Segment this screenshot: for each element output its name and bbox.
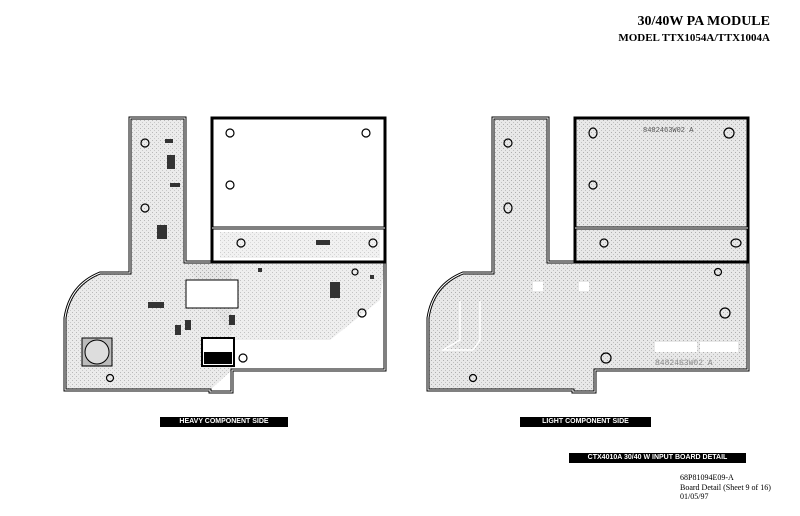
document-footer: 68P81094E09-A Board Detail (Sheet 9 of 1… xyxy=(680,473,771,502)
doc-number: 68P81094E09-A xyxy=(680,473,734,482)
document-title: 30/40W PA MODULE xyxy=(637,14,771,29)
model-number: MODEL TTX1054A/TTX1004A xyxy=(618,32,770,44)
doc-date: 01/05/97 xyxy=(680,492,709,501)
sheet-info: Board Detail (Sheet 9 of 16) xyxy=(680,482,771,492)
heavy-component-side-board xyxy=(63,116,387,394)
board-detail-banner: CTX4010A 30/40 W INPUT BOARD DETAIL xyxy=(569,453,746,463)
light-part-number-top: 8482463W02 A xyxy=(643,127,694,135)
light-component-side-label: LIGHT COMPONENT SIDE xyxy=(520,417,651,427)
heavy-component-side-label: HEAVY COMPONENT SIDE xyxy=(160,417,288,427)
light-component-side-board: 8482463W02 A 8482463W02 A xyxy=(426,116,750,394)
light-part-number-bottom: 8482463W02 A xyxy=(655,359,713,368)
